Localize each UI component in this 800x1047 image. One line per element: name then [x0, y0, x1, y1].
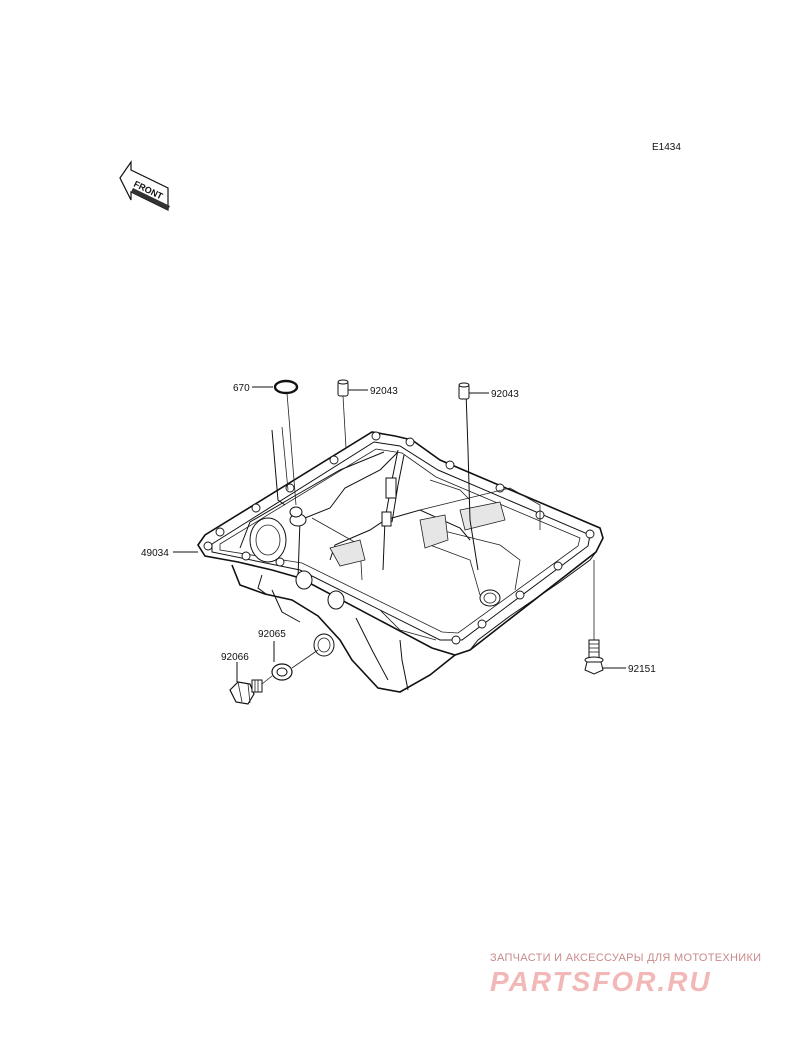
part-label-o-ring: 670 [233, 383, 250, 394]
dowel-pin-left-drawing [337, 379, 349, 449]
part-label-oil-pan: 49034 [141, 548, 169, 559]
front-arrow-icon: FRONT [119, 160, 170, 211]
watermark-logo: PARTSFOR.RU [490, 966, 712, 997]
part-label-drain-plug: 92066 [221, 652, 249, 663]
bolt-drawing [584, 560, 604, 675]
washer-drawing [271, 649, 319, 681]
watermark-tagline: ЗАПЧАСТИ И АКСЕССУАРЫ ДЛЯ МОТОТЕХНИКИ [490, 952, 762, 964]
o-ring-drawing [273, 379, 299, 506]
part-label-bolt: 92151 [628, 664, 656, 675]
drain-plug-drawing [229, 675, 273, 705]
part-label-washer: 92065 [258, 629, 286, 640]
diagram-code: E1434 [652, 142, 681, 153]
part-label-dowel-pin-left: 92043 [370, 386, 398, 397]
oil-pan-drawing [197, 391, 604, 693]
part-label-dowel-pin-right: 92043 [491, 389, 519, 400]
dowel-pin-right-drawing [458, 382, 470, 400]
